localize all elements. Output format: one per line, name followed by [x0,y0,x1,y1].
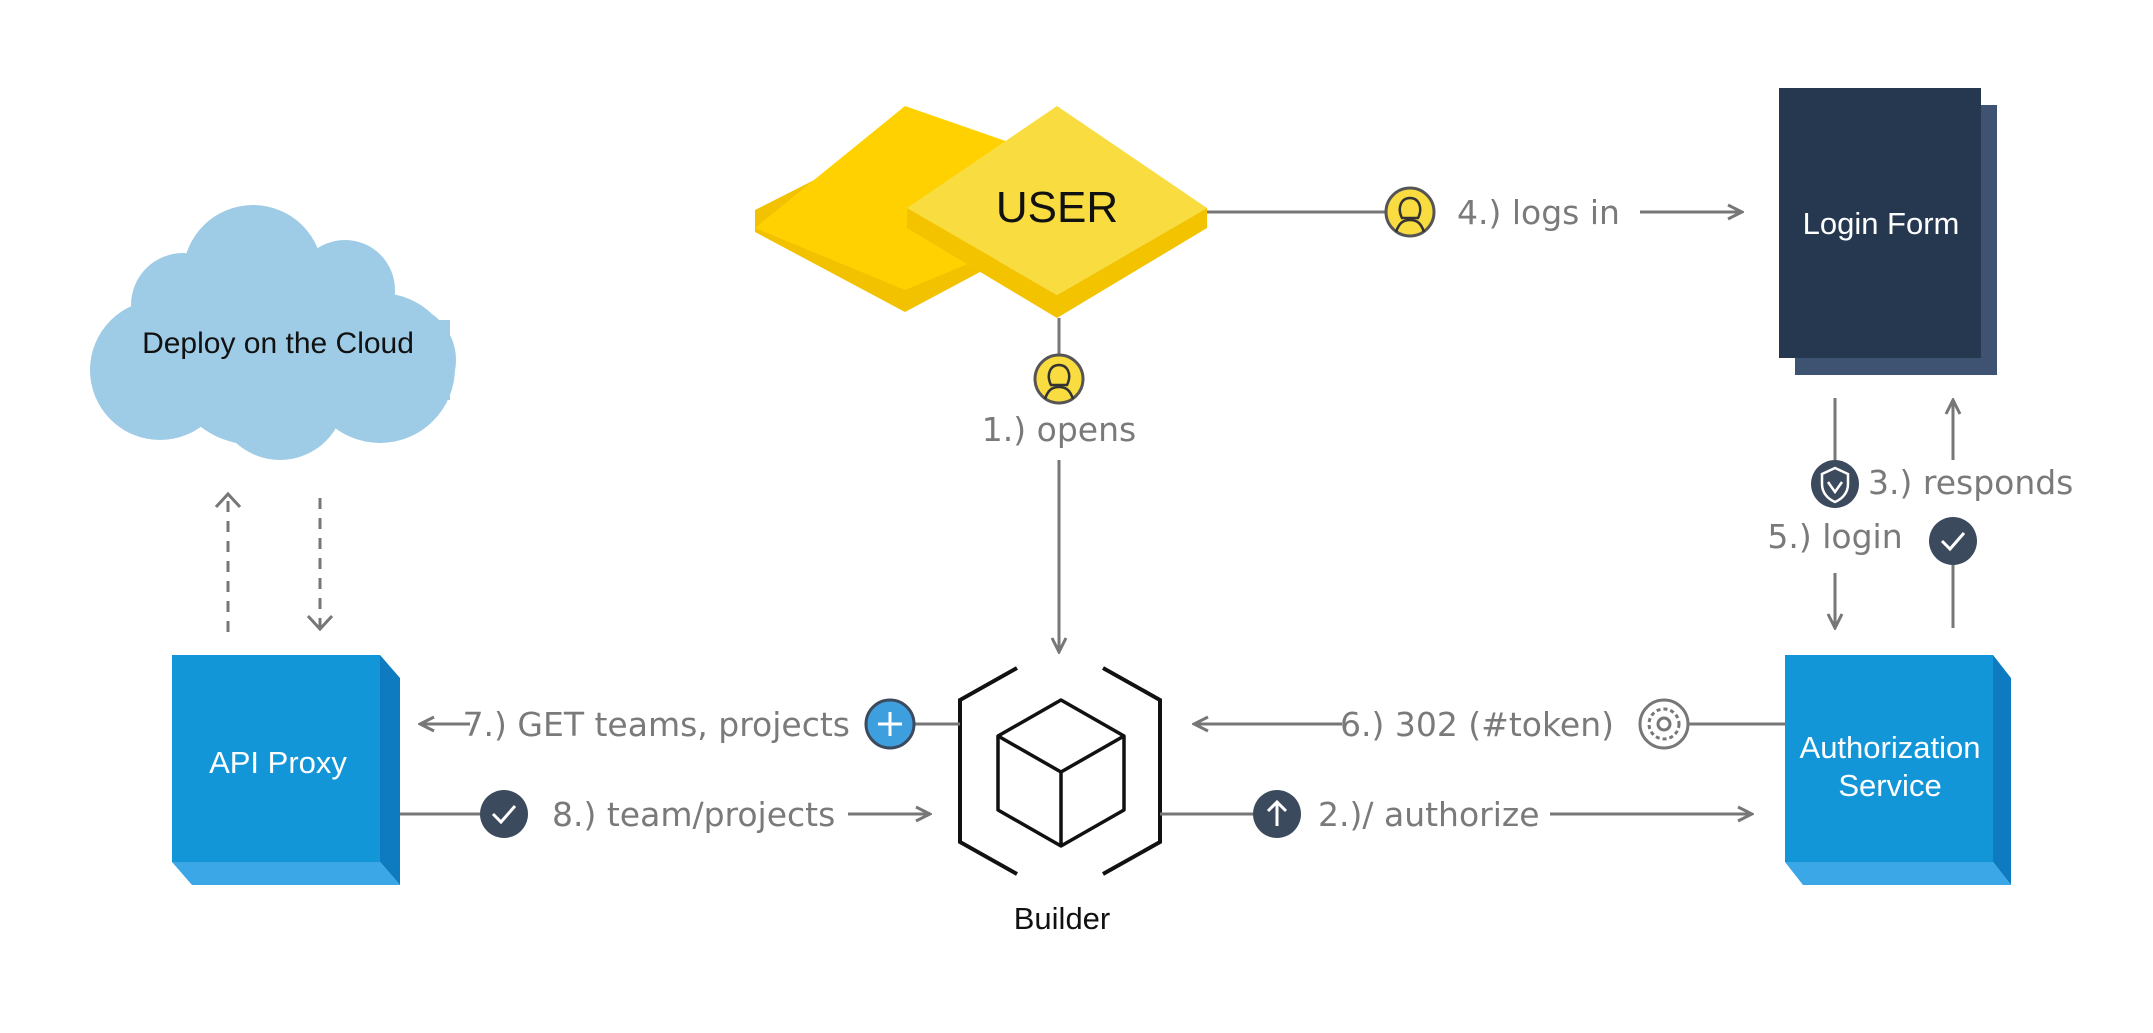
edge-step4: 4.) logs in [1207,186,1742,238]
login-form-node: Login Form [1779,88,1997,375]
step5-label: 5.) login [1767,517,1902,556]
gear-icon [1638,698,1690,750]
user-icon [1033,353,1085,405]
cloud-api-dashed-arrows [214,491,334,632]
auth-service-label-line1: Authorization [1800,730,1981,765]
step3-label: 3.) responds [1868,463,2073,502]
plus-icon [864,698,916,750]
api-proxy-node: API Proxy [172,655,400,885]
edge-step1: 1.) opens [982,318,1136,652]
step2-label: 2.)/ authorize [1318,795,1540,834]
check-icon [1929,517,1977,565]
user-diamond: USER [907,106,1207,318]
check-icon [480,790,528,838]
user-label: USER [996,183,1118,232]
edge-step3: 3.) responds [1868,400,2073,628]
api-proxy-label: API Proxy [209,745,347,780]
cloud-label: Deploy on the Cloud [142,327,414,360]
auth-service-label-line2: Service [1838,768,1941,803]
shield-icon [1811,460,1859,508]
edge-step8: 8.) team/projects [400,790,930,838]
step4-label: 4.) logs in [1457,193,1620,232]
edge-step7: 7.) GET teams, projects [420,698,960,750]
step6-label: 6.) 302 (#token) [1340,705,1614,744]
builder-label: Builder [1014,901,1111,936]
cloud-node: Deploy on the Cloud [90,205,456,460]
edge-step5: 5.) login [1767,398,1903,628]
step7-label: 7.) GET teams, projects [463,705,850,744]
login-form-label: Login Form [1803,206,1960,241]
arrow-up-icon [1253,790,1301,838]
edge-step2: 2.)/ authorize [1160,790,1752,838]
edge-step6: 6.) 302 (#token) [1194,698,1785,750]
step8-label: 8.) team/projects [552,795,835,834]
auth-service-node: Authorization Service [1785,655,2011,885]
user-icon [1384,186,1436,238]
builder-node: Builder [958,666,1162,936]
cube-icon [996,698,1126,848]
step1-label: 1.) opens [982,410,1136,449]
